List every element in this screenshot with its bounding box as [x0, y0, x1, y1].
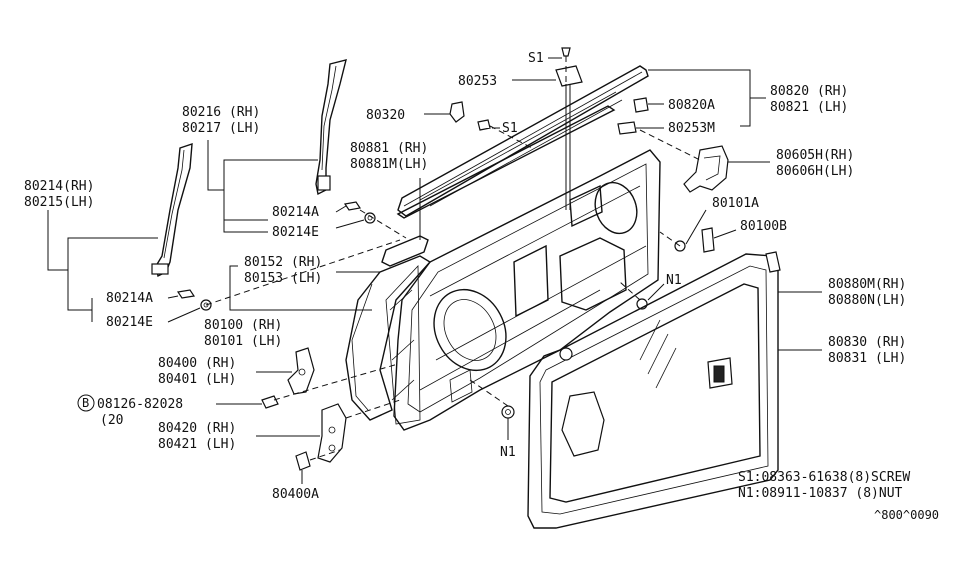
grommet-80214E-upper	[364, 212, 376, 224]
legend: S1:08363-61638(8)SCREW N1:08911-10837 (8…	[738, 470, 939, 522]
lower-hinge-80420	[317, 403, 347, 463]
inner-weatherstrip-80881	[381, 235, 429, 267]
label-s1-top: S1	[528, 51, 544, 66]
clip-80100B	[701, 227, 715, 253]
label-80401: 80401 (LH)	[158, 372, 236, 387]
clip-80253	[555, 65, 583, 87]
label-80153: 80153 (LH)	[244, 271, 322, 286]
clip-80214A-upper	[343, 201, 362, 211]
door-seal-80152	[345, 255, 432, 421]
handle-bracket-80605H	[683, 145, 729, 193]
outer-weatherstrip-80820	[396, 65, 649, 219]
label-80820A: 80820A	[668, 98, 715, 113]
bolt-80400A	[295, 451, 311, 471]
label-80820: 80820 (RH)	[770, 84, 848, 99]
label-80214A-upper: 80214A	[272, 205, 319, 220]
label-80880M: 80880M(RH)	[828, 277, 906, 292]
glass-guide-rails	[565, 84, 571, 210]
label-08126-82028: 08126-82028	[97, 397, 183, 412]
label-80400: 80400 (RH)	[158, 356, 236, 371]
label-80216: 80216 (RH)	[182, 105, 260, 120]
label-80253: 80253	[458, 74, 497, 89]
bolt-08126	[261, 395, 279, 409]
label-80100: 80100 (RH)	[204, 318, 282, 333]
legend-s1: S1:08363-61638(8)SCREW	[738, 470, 910, 485]
label-80214E-upper: 80214E	[272, 225, 319, 240]
label-80214A-lower: 80214A	[106, 291, 153, 306]
assembly-lines	[205, 56, 701, 461]
clip-80820A	[633, 97, 649, 113]
label-n1-bottom: N1	[500, 445, 516, 460]
label-80152: 80152 (RH)	[244, 255, 322, 270]
seal-80253M	[617, 121, 637, 135]
label-80880N: 80880N(LH)	[828, 293, 906, 308]
label-80421: 80421 (LH)	[158, 437, 236, 452]
label-80253M: 80253M	[668, 121, 715, 136]
label-80217: 80217 (LH)	[182, 121, 260, 136]
screw-s1-top	[561, 47, 571, 57]
label-80606H: 80606H(LH)	[776, 164, 854, 179]
leader-lines	[47, 57, 822, 484]
legend-n1: N1:08911-10837 (8)NUT	[738, 486, 903, 501]
label-b-circle: B	[82, 396, 89, 410]
label-80214E-lower: 80214E	[106, 315, 153, 330]
label-80420: 80420 (RH)	[158, 421, 236, 436]
part-labels: 80216 (RH) 80217 (LH) 80214(RH) 80215(LH…	[24, 51, 906, 502]
label-80605H: 80605H(RH)	[776, 148, 854, 163]
label-80831: 80831 (LH)	[828, 351, 906, 366]
upper-hinge-80400	[287, 347, 315, 395]
label-80215: 80215(LH)	[24, 195, 94, 210]
label-b-qty: (20	[100, 413, 123, 428]
label-80101: 80101 (LH)	[204, 334, 282, 349]
label-s1-mid: S1	[502, 121, 518, 136]
label-80881M: 80881M(LH)	[350, 157, 428, 172]
bracket-80320	[449, 101, 491, 131]
door-trim-panel-80830	[527, 251, 781, 529]
rear-sash-80216	[315, 59, 347, 196]
diagram-code: ^800^0090	[874, 508, 939, 522]
label-80830: 80830 (RH)	[828, 335, 906, 350]
label-80400A: 80400A	[272, 487, 319, 502]
clip-80214A-lower	[176, 289, 196, 299]
label-80100B: 80100B	[740, 219, 787, 234]
b-circle-icon	[77, 394, 95, 412]
label-n1-mid: N1	[666, 273, 682, 288]
nut-n1-bottom	[501, 405, 515, 419]
label-80320: 80320	[366, 108, 405, 123]
label-80881: 80881 (RH)	[350, 141, 428, 156]
door-inner-panel	[385, 149, 661, 431]
label-80214: 80214(RH)	[24, 179, 94, 194]
label-80101A: 80101A	[712, 196, 759, 211]
label-80821: 80821 (LH)	[770, 100, 848, 115]
front-sash-channel-80214	[151, 143, 193, 278]
